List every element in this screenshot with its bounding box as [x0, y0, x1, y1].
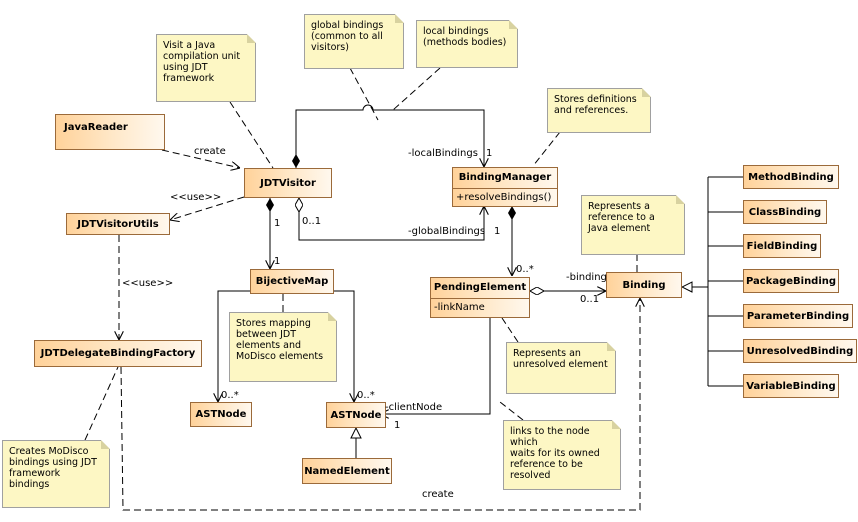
note-anchor-visit — [229, 101, 274, 169]
label-mult-local: 1 — [486, 148, 493, 159]
label-mult-visitor-map: 1 — [274, 218, 281, 229]
label-mult-binding: 0..1 — [580, 294, 600, 305]
class-parameter-binding[interactable]: ParameterBinding — [743, 304, 853, 328]
class-jdt-visitor[interactable]: JDTVisitor — [244, 168, 332, 198]
class-package-binding[interactable]: PackageBinding — [743, 269, 839, 293]
use-dependency-visitor-utils — [170, 196, 245, 220]
class-method-binding[interactable]: MethodBinding — [743, 165, 839, 189]
class-pending-element[interactable]: PendingElement -linkName — [430, 277, 530, 318]
note-anchor-global — [349, 67, 379, 121]
label-binding-role: -binding — [566, 272, 607, 283]
class-jdt-visitor-utils[interactable]: JDTVisitorUtils — [66, 213, 170, 235]
label-create-top: create — [194, 146, 226, 157]
association-map-astnode-right — [333, 290, 354, 402]
class-ast-node-left[interactable]: ASTNode — [190, 402, 252, 427]
label-global-bindings: -globalBindings — [408, 226, 486, 237]
note-creates-modisco: Creates MoDisco bindings using JDT frame… — [2, 440, 110, 508]
association-map-astnode-left — [218, 290, 250, 402]
note-anchor-represents-unresolved — [501, 317, 519, 343]
association-client-node — [380, 318, 491, 414]
binding-manager-name: BindingManager — [458, 172, 552, 183]
class-jdt-delegate-binding-factory[interactable]: JDTDelegateBindingFactory — [34, 340, 202, 367]
note-anchor-creates-modisco — [84, 366, 119, 441]
note-local-bindings: local bindings (methods bodies) — [416, 20, 518, 68]
label-mult-pending: 0..* — [516, 264, 534, 275]
association-local-bindings — [296, 104, 484, 168]
note-represents-unresolved: Represents an unresolved element — [506, 342, 616, 394]
note-anchor-links-to-node — [499, 401, 524, 421]
note-global-bindings: global bindings (common to all visitors) — [304, 14, 404, 69]
class-binding-manager[interactable]: BindingManager +resolveBindings() — [452, 167, 558, 207]
class-ast-node-right[interactable]: ASTNode — [326, 402, 386, 428]
binding-manager-operation: +resolveBindings() — [453, 188, 557, 207]
label-mult-client: 1 — [394, 420, 401, 431]
label-mult-map-1: 1 — [274, 256, 281, 267]
create-dependency-top — [161, 149, 240, 168]
label-client-node: -clientNode — [385, 402, 443, 413]
class-variable-binding[interactable]: VariableBinding — [743, 374, 839, 398]
label-mult-global: 1 — [494, 226, 501, 237]
class-unresolved-binding[interactable]: UnresolvedBinding — [743, 339, 857, 363]
note-anchor-stores-definitions — [532, 131, 561, 167]
class-bijective-map[interactable]: BijectiveMap — [250, 269, 334, 294]
label-use-visitor-utils: <<use>> — [170, 192, 222, 203]
label-mult-ast-right: 0..* — [357, 390, 375, 401]
note-visit-java-unit: Visit a Java compilation unit using JDT … — [156, 34, 256, 102]
create-dependency-bottom — [120, 298, 640, 511]
label-mult-ast-left: 0..* — [221, 390, 239, 401]
label-use-factory: <<use>> — [122, 278, 174, 289]
association-global-bindings — [299, 198, 484, 241]
note-represents-reference: Represents a reference to a Java element — [581, 195, 685, 255]
note-links-to-node: links to the node which waits for its ow… — [503, 420, 621, 490]
pending-element-attribute: -linkName — [431, 298, 529, 317]
label-local-bindings: -localBindings — [408, 148, 478, 159]
note-anchor-local — [392, 67, 441, 111]
class-class-binding[interactable]: ClassBinding — [743, 200, 827, 224]
label-create-bottom: create — [422, 489, 454, 500]
class-java-reader[interactable]: JavaReader — [55, 114, 165, 150]
label-mult-visitor-global: 0..1 — [302, 216, 322, 227]
class-binding[interactable]: Binding — [606, 272, 682, 298]
pending-element-name: PendingElement — [433, 282, 527, 293]
class-field-binding[interactable]: FieldBinding — [743, 234, 821, 258]
note-stores-mapping: Stores mapping between JDT elements and … — [229, 312, 337, 382]
class-named-element[interactable]: NamedElement — [302, 458, 392, 484]
note-stores-definitions: Stores definitions and references. — [547, 88, 651, 133]
